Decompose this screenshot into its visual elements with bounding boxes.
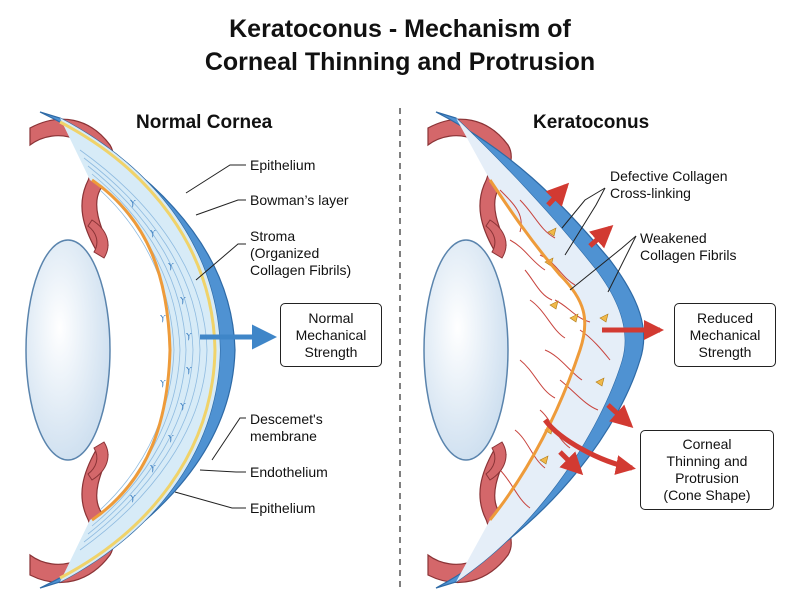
thinning-box-line2: Thinning and — [666, 453, 748, 469]
normal-strength-box: Normal Mechanical Strength — [280, 303, 382, 367]
svg-text:ⲩ: ⲩ — [186, 328, 192, 341]
svg-text:ⲩ: ⲩ — [150, 460, 156, 473]
normal-endothelium — [91, 178, 172, 522]
svg-text:ⲩ: ⲩ — [150, 225, 156, 238]
reduced-box-line1: Reduced — [696, 309, 754, 326]
label-defective-line1: Defective Collagen — [610, 168, 728, 184]
thinning-protrusion-box: Corneal Thinning and Protrusion (Cone Sh… — [640, 430, 774, 510]
label-weakened-fibrils: Weakened Collagen Fibrils — [640, 230, 736, 264]
label-descemet: Descemet's membrane — [250, 411, 323, 445]
svg-text:ⲩ: ⲩ — [130, 195, 136, 208]
svg-text:ⲩ: ⲩ — [168, 430, 174, 443]
label-weakened-line1: Weakened — [640, 230, 707, 246]
normal-box-line3: Strength — [304, 343, 358, 360]
label-defective-crosslinking: Defective Collagen Cross-linking — [610, 168, 728, 202]
kc-stroma — [456, 118, 625, 582]
reduced-strength-box: Reduced Mechanical Strength — [674, 303, 776, 367]
svg-text:ⲩ: ⲩ — [180, 292, 186, 305]
normal-cornea-illustration: ⲩ ⲩ ⲩ ⲩ ⲩ ⲩ ⲩ ⲩ ⲩ ⲩ ⲩ ⲩ — [25, 111, 236, 589]
label-epithelium-bottom: Epithelium — [250, 500, 316, 516]
normal-leader-lines — [174, 164, 246, 509]
label-bowman-layer: Bowman’s layer — [250, 192, 349, 208]
thinning-box-line1: Corneal — [682, 436, 732, 452]
kc-protrusion-arrows — [543, 182, 664, 476]
label-stroma-line3: Collagen Fibrils) — [250, 262, 352, 278]
svg-text:ⲩ: ⲩ — [130, 490, 136, 503]
keratoconus-illustration — [423, 111, 645, 589]
normal-lens — [25, 239, 111, 461]
page-title-line1: Keratoconus - Mechanism of — [229, 15, 571, 43]
label-stroma: Stroma (Organized Collagen Fibrils) — [250, 228, 351, 279]
label-epithelium-top: Epithelium — [250, 157, 316, 173]
label-descemet-line1: Descemet's — [250, 411, 323, 427]
normal-stroma — [60, 118, 220, 582]
page-title-line2: Corneal Thinning and Protrusion — [204, 48, 596, 76]
kc-leader-lines — [561, 187, 637, 293]
svg-text:ⲩ: ⲩ — [180, 398, 186, 411]
reduced-box-line3: Strength — [698, 343, 752, 360]
reduced-box-line2: Mechanical — [689, 326, 761, 343]
normal-box-line1: Normal — [308, 309, 354, 326]
label-stroma-line2: (Organized — [250, 245, 320, 261]
label-descemet-line2: membrane — [250, 428, 317, 444]
thinning-box-line4: (Cone Shape) — [663, 487, 751, 503]
normal-heading: Normal Cornea — [136, 112, 273, 133]
keratoconus-heading: Keratoconus — [533, 112, 650, 133]
normal-bowman-layer — [59, 120, 217, 580]
label-weakened-line2: Collagen Fibrils — [640, 247, 737, 263]
svg-text:ⲩ: ⲩ — [160, 375, 166, 388]
label-stroma-line1: Stroma — [250, 228, 296, 244]
kc-lens — [423, 239, 509, 461]
thinning-box-line3: Protrusion — [675, 470, 739, 486]
svg-text:ⲩ: ⲩ — [160, 310, 166, 323]
normal-cornea-outer — [39, 111, 236, 589]
kc-endothelium — [488, 179, 587, 521]
normal-box-line2: Mechanical — [295, 326, 367, 343]
label-defective-line2: Cross-linking — [610, 185, 691, 201]
svg-text:ⲩ: ⲩ — [168, 258, 174, 271]
svg-text:ⲩ: ⲩ — [186, 362, 192, 375]
label-endothelium: Endothelium — [250, 464, 328, 480]
